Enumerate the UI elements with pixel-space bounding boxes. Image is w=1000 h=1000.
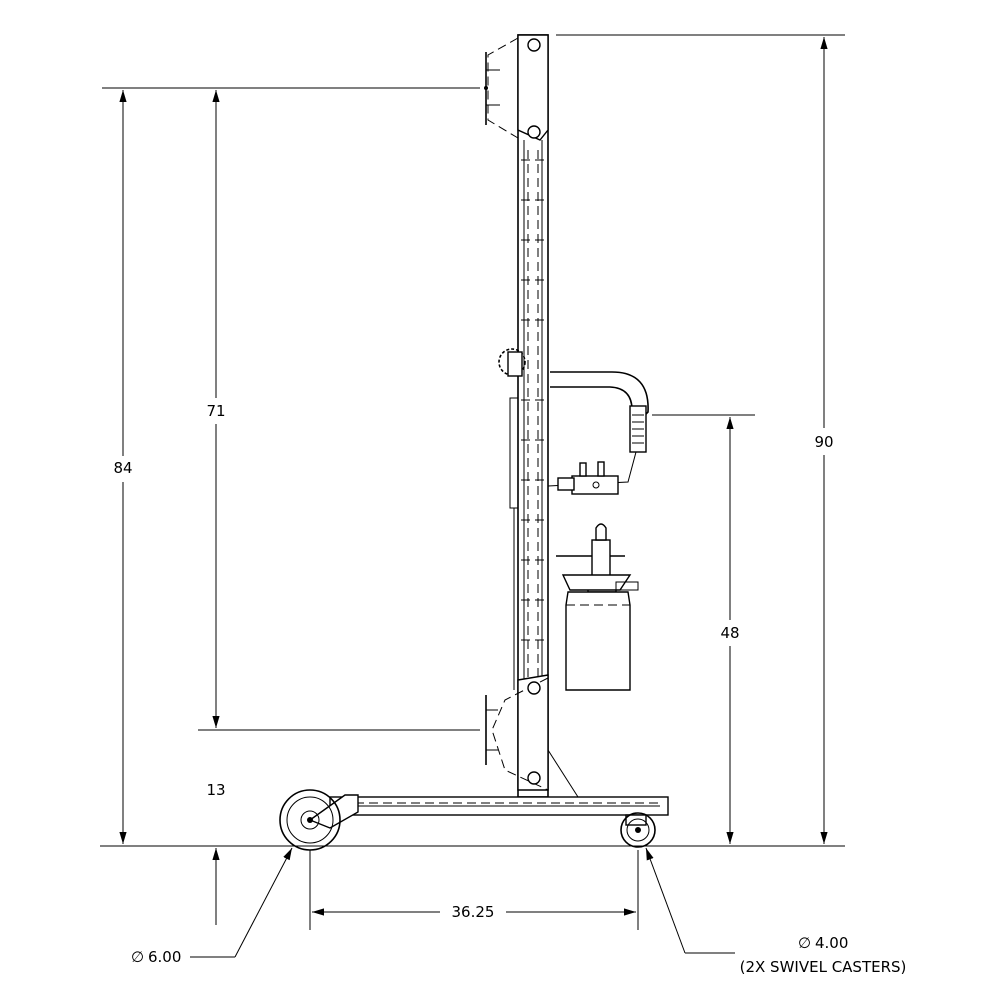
- callout-front-caster: ∅ 4.00 (2X SWIVEL CASTERS): [645, 847, 907, 976]
- swivel-caster: [620, 812, 656, 848]
- diameter-symbol: ∅: [798, 934, 811, 952]
- dim-label-36-25: 36.25: [452, 903, 495, 921]
- hydraulic-pump: [556, 523, 639, 593]
- lower-mounting-plate: [485, 674, 579, 798]
- callout-rear-wheel: ∅ 6.00: [131, 847, 293, 966]
- dim-mount-travel: 71: [206, 90, 226, 728]
- extension-lines: [100, 34, 845, 930]
- dim-label-90: 90: [814, 433, 833, 451]
- dim-overall-height: 90: [814, 37, 834, 844]
- fluid-reservoir: [565, 591, 631, 691]
- base-frame: [308, 794, 669, 829]
- control-valve: [557, 461, 619, 495]
- diameter-symbol: ∅: [131, 948, 144, 966]
- dim-label-84: 84: [113, 459, 132, 477]
- rear-wheel: [279, 789, 341, 851]
- dim-handle-height: 48: [720, 417, 740, 844]
- dim-lower-mount-height: 13: [206, 781, 226, 925]
- rear-wheel-diameter: 6.00: [148, 948, 181, 966]
- upper-mounting-plate: [484, 34, 549, 141]
- caster-note: (2X SWIVEL CASTERS): [740, 958, 907, 976]
- dim-wheelbase: 36.25: [312, 903, 636, 921]
- winch-sprocket: [498, 348, 526, 377]
- caster-diameter: 4.00: [815, 934, 848, 952]
- dim-upper-mount-height: 84: [113, 90, 133, 844]
- dim-label-13: 13: [206, 781, 225, 799]
- dim-label-48: 48: [720, 624, 739, 642]
- dim-label-71: 71: [206, 402, 225, 420]
